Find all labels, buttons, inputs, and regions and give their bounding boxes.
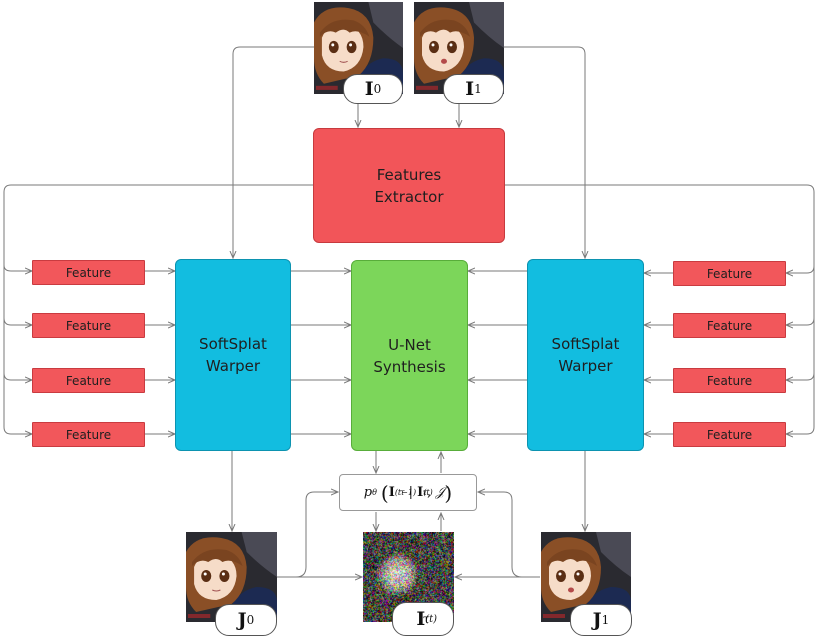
warper-right-line2: Warper (558, 357, 613, 375)
right-feature-1: Feature (673, 261, 786, 286)
left-feature-1: Feature (32, 260, 145, 285)
warper-left-line2: Warper (205, 357, 261, 375)
unet-line1: U-Net (388, 335, 431, 354)
extractor-label-line2: Extractor (374, 187, 444, 206)
unet-line2: Synthesis (373, 357, 446, 376)
edge-i0-to-left-warper (233, 46, 315, 258)
edge-extractor-right-bus (505, 184, 815, 435)
edge-extractor-left-bus (3, 184, 313, 435)
left-feature-2: Feature (32, 313, 145, 338)
left-feature-3: Feature (32, 368, 145, 393)
softsplat-warper-left: SoftSplat Warper (175, 259, 291, 451)
edge-i1-to-right-warper (502, 46, 585, 258)
warper-left-line1: SoftSplat (199, 335, 267, 353)
edge-j1-to-formula (478, 492, 523, 578)
right-feature-2: Feature (673, 313, 786, 338)
softsplat-warper-right: SoftSplat Warper (527, 259, 644, 451)
right-feature-3: Feature (673, 368, 786, 393)
warper-right-line1: SoftSplat (551, 335, 620, 353)
edge-j0-to-formula (295, 492, 338, 578)
label-noisy: I(t)τ (392, 602, 454, 636)
left-feature-4: Feature (32, 422, 145, 447)
right-feature-4: Feature (673, 422, 786, 447)
extractor-label-line1: Features (376, 165, 442, 184)
unet-synthesis-block: U-Net Synthesis (351, 260, 468, 451)
features-extractor-block: Features Extractor (313, 128, 505, 243)
